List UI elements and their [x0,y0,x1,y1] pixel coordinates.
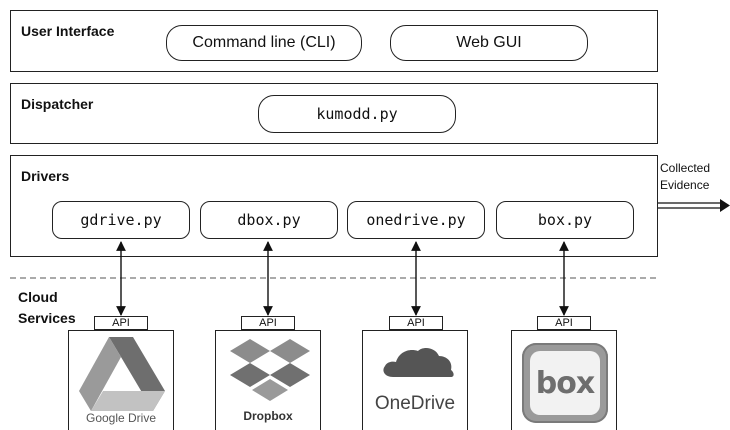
cloud-services-line1: Cloud [18,289,58,305]
google-drive-tile: Google Drive [68,330,174,430]
collected-evidence-line1: Collected [660,161,711,175]
box-module: box.py [496,201,634,239]
gdrive-module: gdrive.py [52,201,190,239]
onedrive-label: OneDrive [374,393,456,414]
google-drive-label: Google Drive [85,411,157,425]
cli-module: Command line (CLI) [166,25,362,61]
drivers-title: Drivers [21,168,70,184]
web-gui-module: Web GUI [390,25,588,61]
dropbox-tile: Dropbox [215,330,321,430]
kumodd-module: kumodd.py [258,95,456,133]
collected-evidence-label: Collected Evidence [660,160,710,194]
cloud-services-label: Cloud Services [18,287,76,329]
collected-evidence-line2: Evidence [660,178,710,192]
box-icon-inner: box [530,351,600,415]
box-tile: box [511,330,617,430]
api-tab-onedrive: API [389,316,443,330]
onedrive-tile: OneDrive [362,330,468,430]
box-wordmark: box [535,365,595,401]
api-tab-dropbox: API [241,316,295,330]
box-icon: box [522,343,608,423]
dropbox-icon [230,339,310,401]
dropbox-label: Dropbox [243,409,293,423]
google-drive-icon [79,337,165,411]
output-arrow-head [720,199,730,212]
api-tab-box: API [537,316,591,330]
api-tab-google-drive: API [94,316,148,330]
onedrive-icon [383,348,454,377]
cloud-services-line2: Services [18,310,76,326]
dispatcher-title: Dispatcher [21,96,94,112]
onedrive-module: onedrive.py [347,201,485,239]
dbox-module: dbox.py [200,201,338,239]
user-interface-title: User Interface [21,23,115,39]
